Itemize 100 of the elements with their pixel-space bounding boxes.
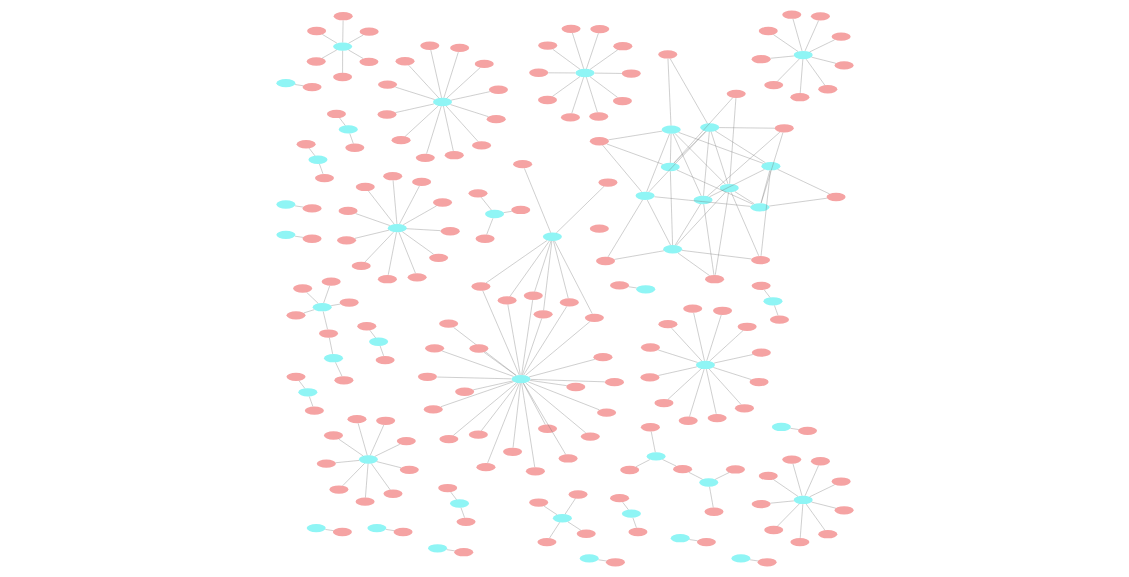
connector xyxy=(734,191,754,204)
node-ellipse xyxy=(333,376,353,385)
node-ellipse xyxy=(565,382,585,392)
connector xyxy=(446,549,455,552)
node-ellipse xyxy=(640,343,660,352)
connector xyxy=(528,359,595,378)
node-ellipse xyxy=(612,42,632,51)
connector xyxy=(452,382,517,436)
node-ellipse xyxy=(366,523,386,533)
connector xyxy=(364,463,368,498)
connector xyxy=(657,349,698,363)
connector xyxy=(672,133,701,196)
connector xyxy=(789,428,799,430)
connector xyxy=(334,460,359,463)
node-ellipse xyxy=(579,554,599,563)
node-ellipse xyxy=(323,354,343,363)
node-ellipse xyxy=(737,322,757,331)
node-ellipse xyxy=(407,273,427,282)
connector xyxy=(552,49,580,70)
node-ellipse xyxy=(831,32,851,41)
node-ellipse xyxy=(375,355,395,365)
node-ellipse xyxy=(751,55,771,64)
connector xyxy=(674,203,701,246)
connector xyxy=(527,381,599,410)
node-ellipse xyxy=(502,447,522,456)
connector xyxy=(483,351,516,376)
node-ellipse xyxy=(660,162,680,172)
connector xyxy=(589,49,618,70)
connector xyxy=(677,252,710,276)
node-ellipse xyxy=(275,200,295,209)
node-ellipse xyxy=(537,424,557,433)
node-ellipse xyxy=(444,151,464,160)
connector xyxy=(542,240,552,311)
node-ellipse xyxy=(831,477,851,486)
node-ellipse xyxy=(758,471,778,481)
connector xyxy=(632,517,637,528)
node-ellipse xyxy=(355,497,375,506)
connector xyxy=(552,240,568,299)
node-ellipse xyxy=(696,537,716,547)
connector xyxy=(601,145,642,192)
connector xyxy=(387,232,397,275)
connector xyxy=(321,34,337,44)
node-ellipse xyxy=(609,494,629,503)
connector xyxy=(613,250,664,260)
node-ellipse xyxy=(672,465,692,474)
node-ellipse xyxy=(302,234,322,243)
connector xyxy=(648,131,706,193)
node-ellipse xyxy=(339,298,359,307)
connector xyxy=(710,131,728,185)
node-ellipse xyxy=(471,141,491,150)
connector xyxy=(674,133,726,185)
node-ellipse xyxy=(355,182,375,192)
node-ellipse xyxy=(589,224,609,233)
node-ellipse xyxy=(762,297,782,306)
connector xyxy=(705,368,716,414)
node-ellipse xyxy=(428,253,448,262)
node-ellipse xyxy=(438,319,458,328)
connector xyxy=(503,211,512,213)
node-ellipse xyxy=(537,95,557,105)
connector xyxy=(442,106,453,152)
node-ellipse xyxy=(584,313,604,323)
node-ellipse xyxy=(304,406,324,415)
connector xyxy=(486,218,493,235)
node-ellipse xyxy=(604,378,624,387)
node-ellipse xyxy=(338,206,358,216)
node-ellipse xyxy=(427,544,447,553)
node-ellipse xyxy=(726,89,746,98)
connector xyxy=(728,97,736,184)
node-ellipse xyxy=(597,178,617,187)
connector xyxy=(792,18,802,52)
node-ellipse xyxy=(657,320,677,329)
node-ellipse xyxy=(275,230,295,239)
node-ellipse xyxy=(468,344,488,353)
node-ellipse xyxy=(797,426,817,436)
connector xyxy=(772,34,798,52)
connector xyxy=(688,368,704,417)
node-ellipse xyxy=(789,93,809,102)
connector xyxy=(673,97,733,164)
node-ellipse xyxy=(751,499,771,509)
node-ellipse xyxy=(580,432,600,441)
node-ellipse xyxy=(318,329,338,338)
node-ellipse xyxy=(725,465,745,474)
node-ellipse xyxy=(275,79,295,88)
connector xyxy=(342,463,365,486)
connector xyxy=(406,228,441,231)
connector xyxy=(564,498,576,515)
connector xyxy=(769,500,794,504)
node-ellipse xyxy=(316,459,336,468)
connector xyxy=(646,199,671,246)
connector xyxy=(522,382,566,455)
connector xyxy=(669,58,708,124)
node-ellipse xyxy=(704,275,724,284)
connector xyxy=(364,232,394,263)
connector xyxy=(523,168,551,233)
node-ellipse xyxy=(377,80,397,89)
node-ellipse xyxy=(292,284,312,293)
connector xyxy=(706,314,721,361)
connector xyxy=(607,130,662,140)
node-ellipse xyxy=(568,490,588,499)
connector xyxy=(718,127,775,129)
